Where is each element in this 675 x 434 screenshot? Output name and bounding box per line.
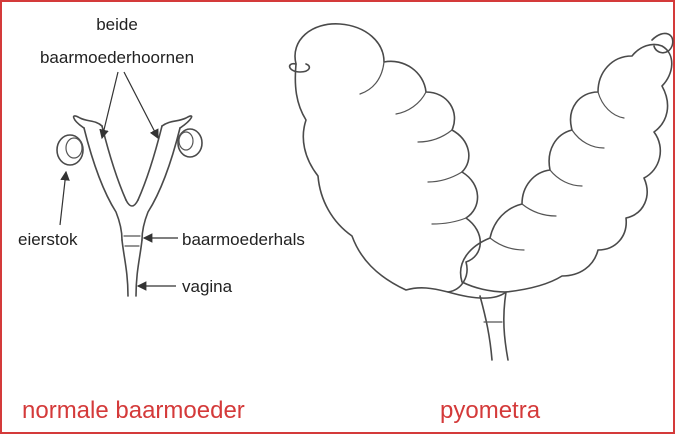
right-ovary bbox=[178, 129, 202, 157]
label-horns-line1: beide bbox=[96, 15, 138, 34]
label-horns-line2: baarmoederhoornen bbox=[40, 48, 194, 67]
label-ovary: eierstok bbox=[18, 230, 78, 249]
label-cervix: baarmoederhals bbox=[182, 230, 305, 249]
pyometra-drawing bbox=[290, 24, 673, 360]
caption-pyometra: pyometra bbox=[440, 397, 541, 424]
normal-uterus-drawing bbox=[57, 116, 202, 296]
label-vagina: vagina bbox=[182, 277, 233, 296]
left-ovary bbox=[57, 135, 83, 165]
label-arrows bbox=[60, 72, 178, 286]
caption-normal: normale baarmoeder bbox=[22, 397, 245, 424]
